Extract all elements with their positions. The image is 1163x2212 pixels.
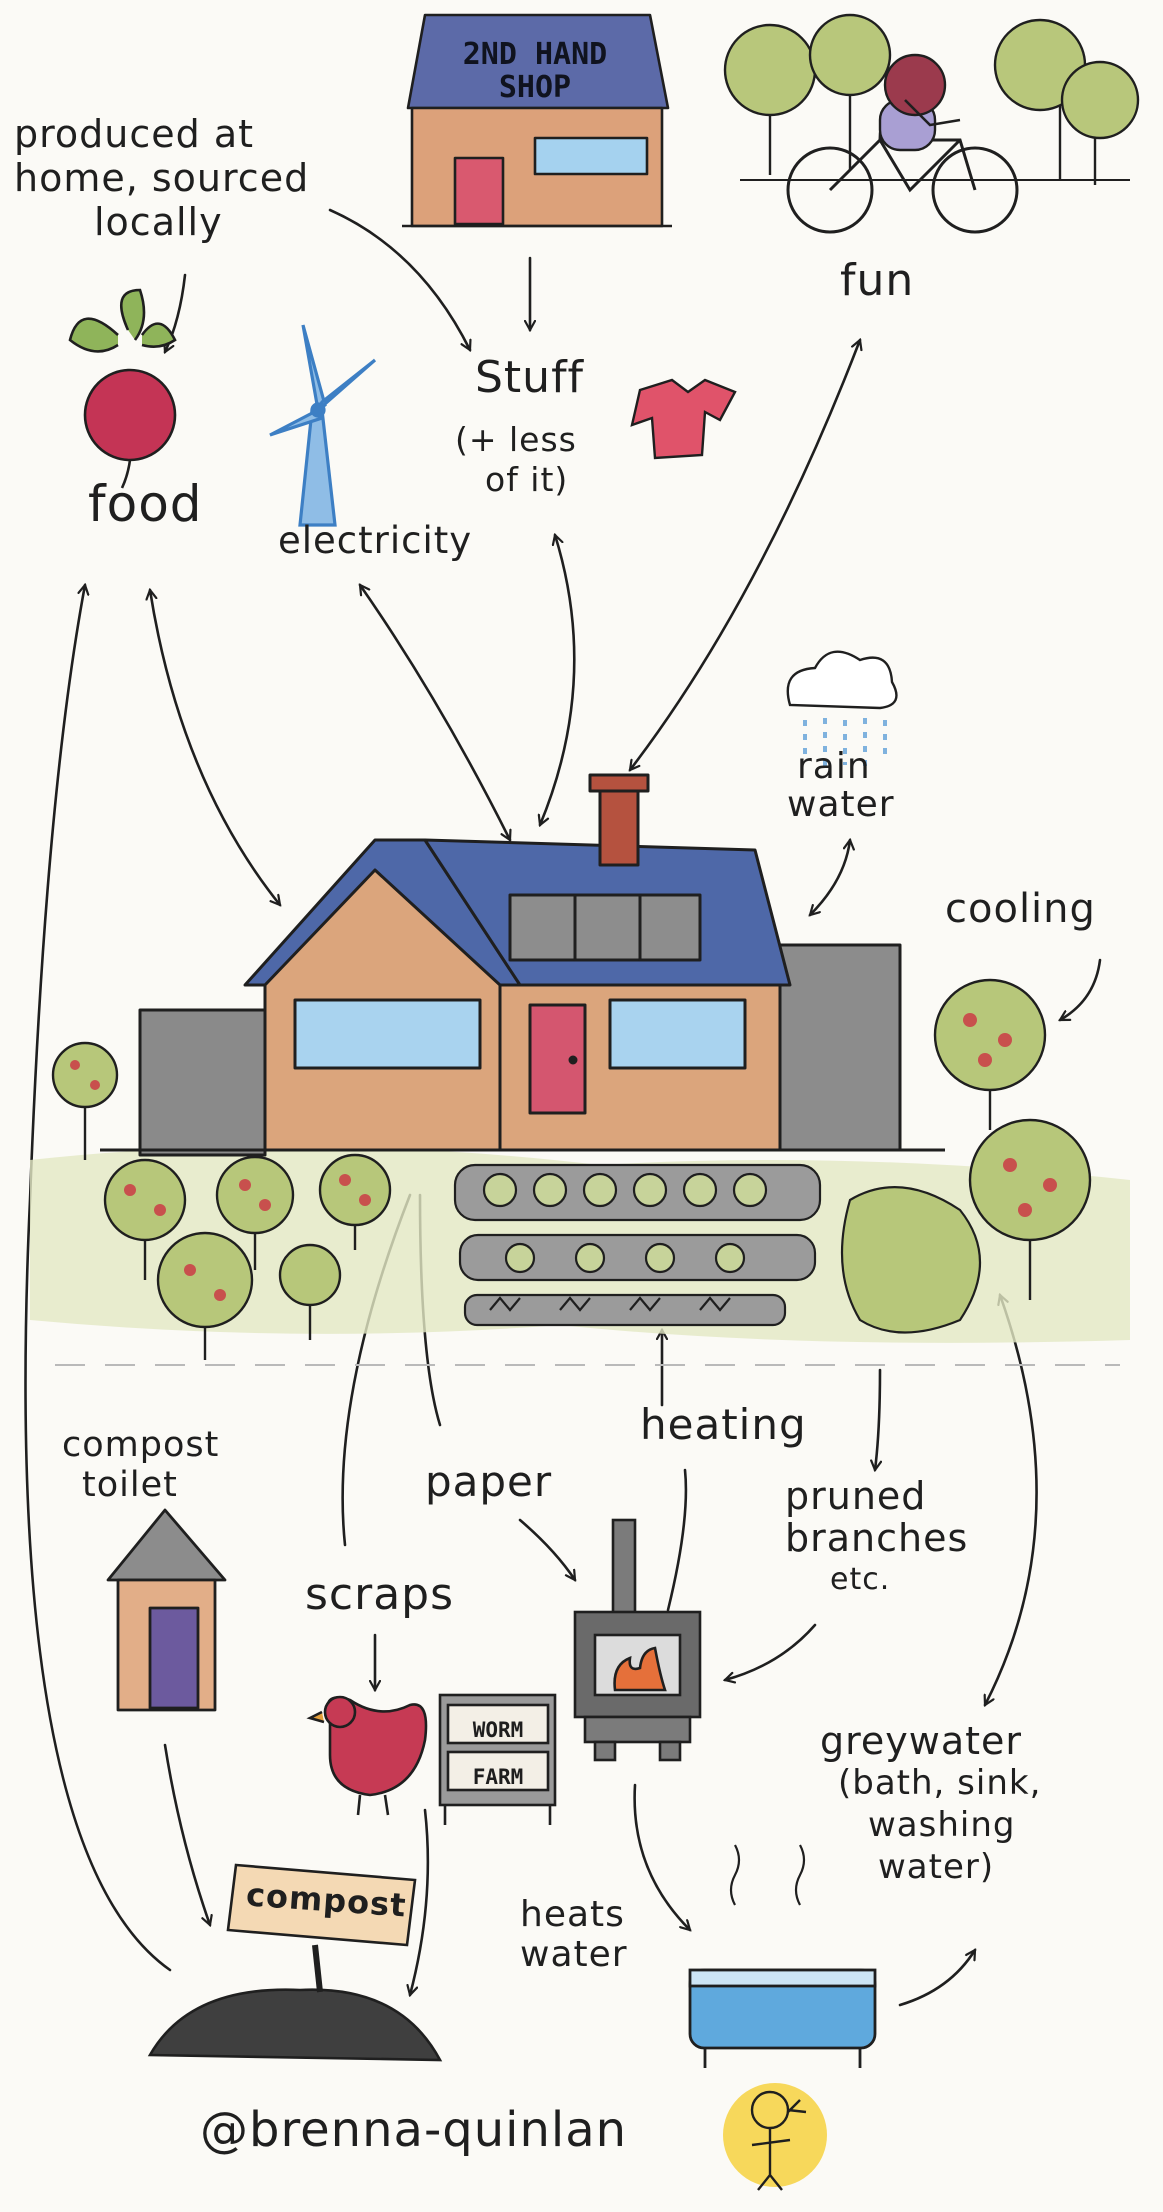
heats-water-line-1: heats xyxy=(520,1895,628,1935)
heats-water-line-2: water xyxy=(520,1935,628,1975)
greywater-line-1: greywater xyxy=(818,1720,1041,1762)
arrow-house-stuff xyxy=(540,535,574,825)
compost-toilet-icon xyxy=(108,1510,225,1710)
fruit-tree-icon xyxy=(217,1157,293,1233)
arrow-trees-pruned xyxy=(875,1370,880,1470)
arrow-paper-stove xyxy=(520,1520,575,1580)
pruned-label: pruned branches etc. xyxy=(785,1475,968,1601)
water-tank-icon xyxy=(775,945,900,1150)
heating-label: heating xyxy=(640,1403,807,1447)
artist-signature: @brenna-quinlan xyxy=(200,2105,627,2155)
paper-label: paper xyxy=(425,1460,552,1504)
arrow-stove-bath xyxy=(635,1785,690,1930)
greywater-label: greywater (bath, sink, washing water) xyxy=(818,1720,1041,1888)
shop-sign-line-1: 2ND HAND xyxy=(445,38,625,71)
rainwater-label: rain water xyxy=(787,748,895,824)
fruit-tree-icon xyxy=(53,1043,117,1107)
compost-toilet-label: compost toilet xyxy=(62,1425,219,1505)
fruit-tree-icon xyxy=(158,1233,252,1327)
worm-farm-line-2: FARM xyxy=(448,1754,548,1801)
fun-label: fun xyxy=(840,258,914,304)
fruit-tree-icon xyxy=(935,980,1045,1090)
beetroot-icon xyxy=(70,290,175,488)
arrow-house-electricity xyxy=(360,585,510,840)
fruit-tree-icon xyxy=(970,1120,1090,1240)
fruit-tree-icon xyxy=(320,1155,390,1225)
greywater-line-3: washing xyxy=(818,1804,1041,1846)
wind-turbine-icon xyxy=(270,325,375,525)
house-icon xyxy=(100,775,945,1155)
arrow-stove-heating xyxy=(668,1470,686,1610)
tree-icon xyxy=(810,15,890,95)
rainwater-line-2: water xyxy=(787,786,895,824)
arrow-produced-to-stuff xyxy=(330,210,470,350)
wood-stove-icon xyxy=(575,1520,700,1760)
worm-farm-line-1: WORM xyxy=(448,1707,548,1754)
shop-sign: 2ND HAND SHOP xyxy=(445,38,625,104)
greywater-line-4: water) xyxy=(818,1846,1041,1888)
stuff-note-line-2: of it) xyxy=(455,460,577,500)
worm-farm-sign: WORM FARM xyxy=(448,1707,548,1801)
compost-toilet-line-2: toilet xyxy=(62,1465,219,1505)
arrow-bath-greywater xyxy=(900,1950,975,2005)
produced-line-1: produced at xyxy=(14,112,309,156)
pruned-line-3: etc. xyxy=(785,1559,968,1601)
chicken-icon xyxy=(310,1697,426,1815)
tree-icon xyxy=(725,25,815,115)
arrow-greywater-trees xyxy=(985,1295,1037,1705)
compost-toilet-line-1: compost xyxy=(62,1425,219,1465)
shop-sign-line-2: SHOP xyxy=(445,71,625,104)
arrow-tank-rainwater xyxy=(810,840,850,915)
arrow-cooling-tree xyxy=(1060,960,1100,1020)
chimney xyxy=(600,785,638,865)
pruned-line-1: pruned xyxy=(785,1475,968,1517)
vegetable-garden-icon xyxy=(455,1165,980,1333)
pruned-line-2: branches xyxy=(785,1517,968,1559)
stuff-note-line-1: (+ less xyxy=(455,420,577,460)
rainwater-line-1: rain xyxy=(787,748,895,786)
fruit-tree-icon xyxy=(105,1160,185,1240)
food-label: food xyxy=(88,478,203,531)
produced-label: produced at home, sourced locally xyxy=(14,112,309,244)
bathtub-icon xyxy=(690,1970,875,2068)
steam xyxy=(731,1845,804,1905)
scraps-label: scraps xyxy=(305,1572,454,1618)
greywater-line-2: (bath, sink, xyxy=(818,1762,1041,1804)
cooling-label: cooling xyxy=(945,888,1096,930)
produced-line-3: locally xyxy=(14,200,309,244)
electricity-label: electricity xyxy=(278,522,472,561)
face-icon xyxy=(723,2083,827,2190)
tree-icon xyxy=(1062,62,1138,138)
arrow-pruned-stove xyxy=(725,1625,815,1680)
t-shirt-icon xyxy=(632,380,735,458)
stuff-note: (+ less of it) xyxy=(455,420,577,500)
heats-water-label: heats water xyxy=(520,1895,628,1975)
fruit-tree-icon xyxy=(280,1245,340,1305)
arrow-house-food xyxy=(150,590,280,905)
stuff-label: Stuff xyxy=(475,355,584,401)
arrow-toilet-compost xyxy=(165,1745,210,1925)
solar-panels xyxy=(510,895,700,960)
produced-line-2: home, sourced xyxy=(14,156,309,200)
